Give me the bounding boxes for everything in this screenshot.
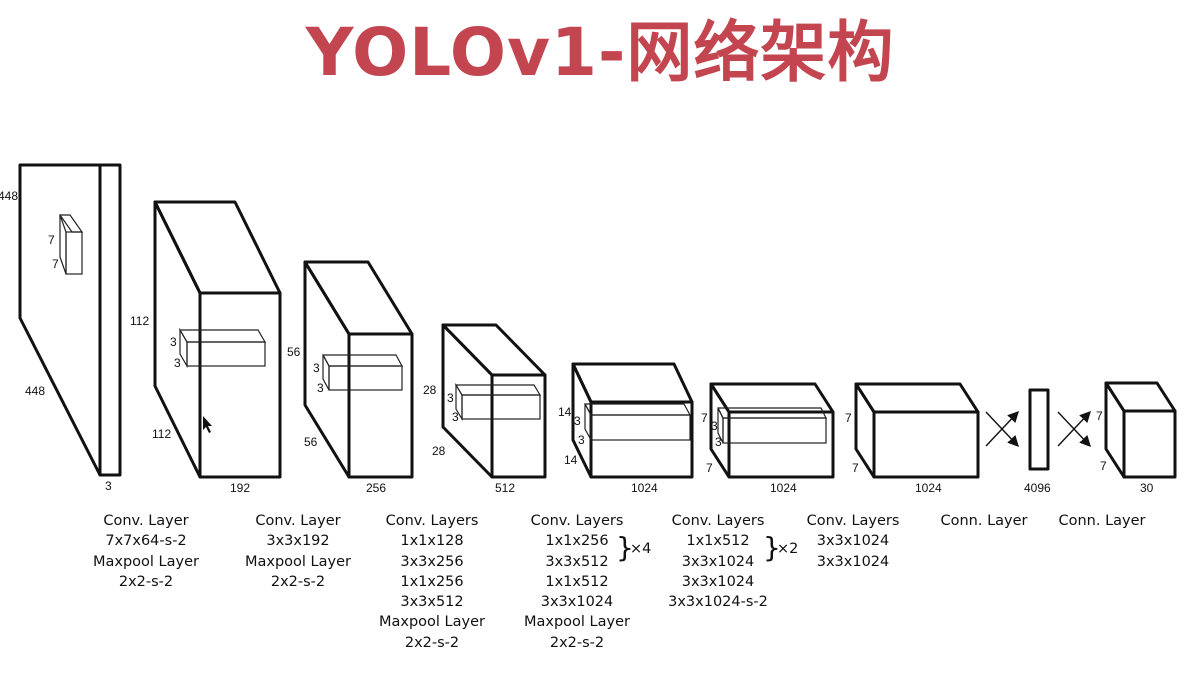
dim-label: 7: [52, 257, 59, 271]
dim-label: 448: [0, 189, 18, 203]
page-title: YOLOv1-网络架构: [305, 14, 895, 91]
conv-block-6: [854, 382, 980, 479]
conv-block-3: [441, 323, 547, 479]
caption-line: 2x2-s-2: [270, 573, 326, 590]
block3-kernel: [454, 382, 542, 422]
dim-label: 28: [423, 383, 437, 397]
dim-label: 3: [174, 356, 181, 370]
conv-block-5: [709, 382, 835, 479]
dim-label: 14: [564, 453, 578, 467]
dim-label: 1024: [770, 481, 797, 495]
caption-line: 3x3x512: [400, 594, 464, 611]
caption-line: 1x1x128: [400, 533, 464, 550]
caption-line: 1x1x512: [686, 533, 750, 550]
caption-line: 2x2-s-2: [404, 634, 460, 651]
dim-label: 256: [366, 481, 386, 495]
block2-kernel: [321, 354, 404, 391]
conv-block-1: [153, 200, 282, 479]
caption-line: 3x3x1024: [816, 533, 890, 550]
connection-arrows-2: [1057, 410, 1091, 448]
repeat-count: ×2: [777, 541, 799, 557]
caption-line: 2x2-s-2: [118, 573, 174, 590]
caption-line: Conv. Layer: [103, 513, 189, 529]
caption-block-7: Conn. Layer: [924, 511, 1044, 531]
dim-label: 112: [130, 314, 149, 328]
dim-label: 7: [701, 411, 708, 425]
caption-line: 3x3x1024-s-2: [668, 594, 768, 611]
dim-label: 3: [715, 435, 722, 449]
caption-line: 2x2-s-2: [549, 634, 605, 651]
caption-block-1: Conv. Layer 7x7x64-s-2 Maxpool Layer 2x2…: [80, 511, 212, 592]
input-layer: [18, 163, 122, 477]
dim-label: 512: [495, 481, 515, 495]
mouse-cursor-icon: [203, 416, 212, 433]
dim-label: 56: [287, 345, 301, 359]
conv-block-4: [571, 362, 694, 479]
dim-label: 3: [105, 479, 112, 493]
dim-label: 7: [706, 461, 713, 475]
connection-arrows-1: [985, 410, 1019, 448]
caption-line: 3x3x192: [266, 533, 330, 550]
dim-label: 3: [317, 381, 324, 395]
dim-label: 112: [152, 427, 171, 441]
dim-label: 56: [304, 435, 318, 449]
caption-line: 7x7x64-s-2: [105, 533, 187, 550]
dim-label: 7: [852, 461, 859, 475]
caption-line: Conv. Layers: [671, 513, 765, 529]
dim-label: 14: [558, 405, 572, 419]
dim-label: 30: [1140, 481, 1154, 495]
caption-line: 3x3x1024: [540, 594, 614, 611]
dim-label: 448: [25, 384, 45, 398]
caption-line: 1x1x256: [400, 573, 464, 590]
conv-block-2: [303, 260, 414, 479]
dim-label: 28: [432, 444, 446, 458]
caption-line: 3x3x1024: [816, 553, 890, 570]
caption-block-8: Conn. Layer: [1042, 511, 1162, 531]
dim-label: 1024: [631, 481, 658, 495]
caption-line: 3x3x1024: [681, 573, 755, 590]
dim-label: 3: [170, 335, 177, 349]
caption-line: Maxpool Layer: [524, 614, 630, 631]
dim-label: 3: [452, 410, 459, 424]
dim-label: 3: [447, 391, 454, 405]
dim-label: 192: [230, 481, 250, 495]
output-layer: [1104, 381, 1177, 479]
dim-label: 3: [574, 414, 581, 428]
dim-label: 1024: [915, 481, 942, 495]
dim-label: 7: [845, 411, 852, 425]
dim-label: 3: [711, 419, 718, 433]
caption-line: 3x3x256: [400, 553, 464, 570]
caption-line: 1x1x512: [545, 573, 609, 590]
caption-line: 3x3x1024: [681, 553, 755, 570]
dim-label: 7: [48, 233, 55, 247]
caption-line: Maxpool Layer: [93, 553, 199, 570]
caption-line: Conn. Layer: [940, 513, 1028, 529]
dim-label: 3: [313, 361, 320, 375]
dim-label: 3: [578, 433, 585, 447]
caption-line: Maxpool Layer: [379, 614, 485, 631]
caption-line: Conv. Layers: [806, 513, 900, 529]
caption-line: 3x3x512: [545, 553, 609, 570]
caption-block-6: Conv. Layers 3x3x1024 3x3x1024: [787, 511, 919, 572]
input-kernel: [58, 214, 84, 275]
block5-kernel: [717, 407, 827, 444]
caption-line: Conn. Layer: [1058, 513, 1146, 529]
caption-line: Conv. Layers: [385, 513, 479, 529]
dim-label: 7: [1100, 459, 1107, 473]
repeat-count: ×4: [630, 541, 652, 557]
caption-block-5: Conv. Layers 1x1x512 3x3x1024 3x3x1024 3…: [652, 511, 784, 612]
fc-layer: [1028, 388, 1050, 471]
caption-block-2: Conv. Layer 3x3x192 Maxpool Layer 2x2-s-…: [232, 511, 364, 592]
caption-block-3: Conv. Layers 1x1x128 3x3x256 1x1x256 3x3…: [366, 511, 498, 653]
block1-kernel: [178, 327, 267, 369]
dim-label: 4096: [1024, 481, 1051, 495]
block4-kernel: [583, 403, 692, 441]
caption-block-4: Conv. Layers 1x1x256 3x3x512 1x1x512 3x3…: [511, 511, 643, 653]
caption-line: Maxpool Layer: [245, 553, 351, 570]
dim-label: 7: [1096, 409, 1103, 423]
caption-line: 1x1x256: [545, 533, 609, 550]
caption-line: Conv. Layers: [530, 513, 624, 529]
caption-line: Conv. Layer: [255, 513, 341, 529]
